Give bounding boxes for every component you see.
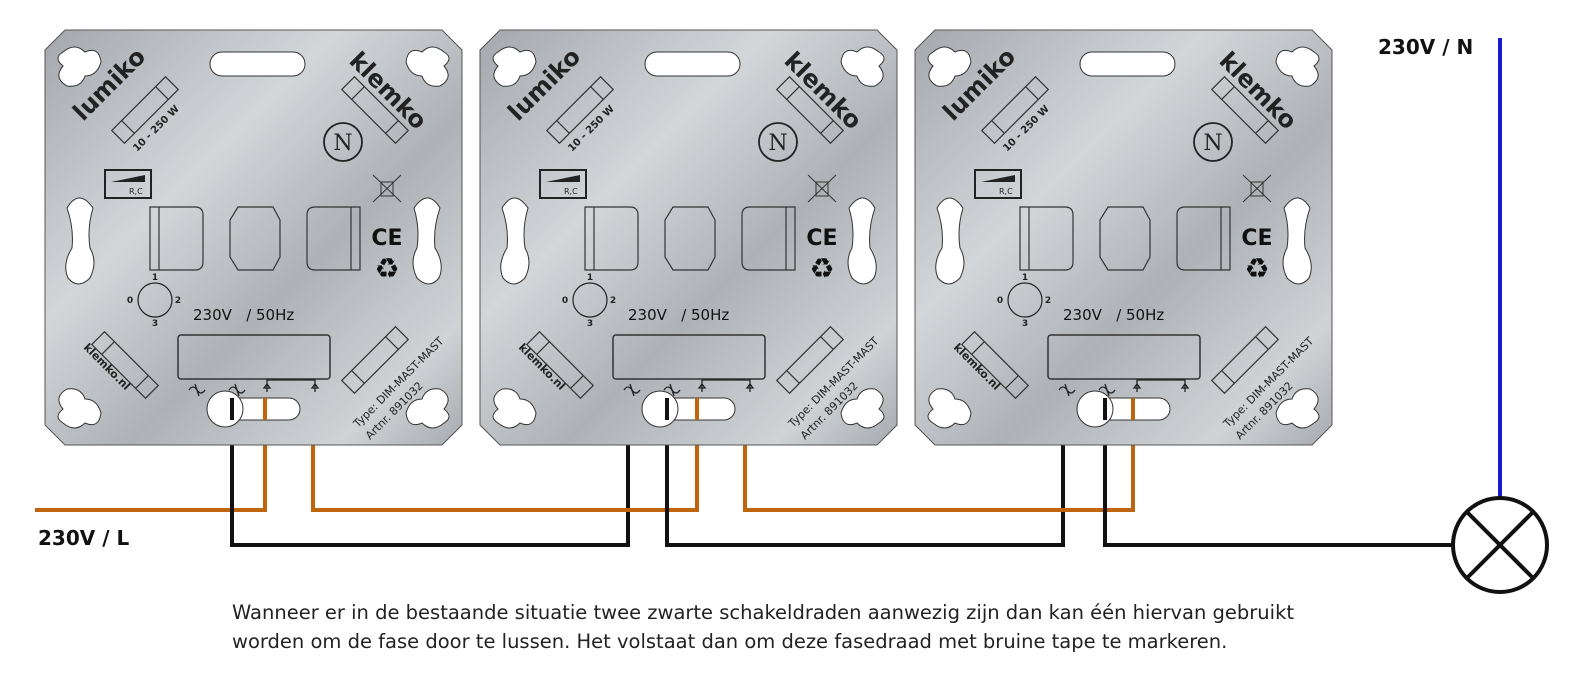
recycle-icon: ♻: [1244, 252, 1269, 285]
weee-icon: [372, 174, 402, 203]
mounting-holes: [492, 46, 885, 429]
svg-text:1: 1: [587, 273, 593, 283]
neutral-symbol-icon: N: [758, 122, 798, 162]
phase-loop-wire-1: [311, 405, 699, 512]
svg-text:1: 1: [152, 273, 158, 283]
svg-text:N: N: [333, 131, 352, 156]
caption-line-2: worden om de fase door te lussen. Het vo…: [232, 630, 1228, 653]
switch-wire-1: [230, 405, 630, 547]
caption: Wanneer er in de bestaande situatie twee…: [232, 598, 1294, 656]
svg-text:0: 0: [997, 296, 1003, 306]
wires: [35, 38, 1502, 547]
svg-text:2: 2: [175, 296, 181, 306]
knob-cutouts: [584, 206, 796, 271]
svg-text:0: 0: [562, 296, 568, 306]
fuse-strips: [90, 75, 410, 400]
dial: 1 0 2 3: [562, 273, 616, 329]
weee-icon: [807, 174, 837, 203]
ce-mark: CE: [1241, 226, 1272, 251]
recycle-icon: ♻: [809, 252, 834, 285]
knob-cutouts: [149, 206, 361, 271]
knob-cutouts: [1019, 206, 1231, 271]
dimmer-module: lumiko 10 - 250 W klemko N R,C CE ♻ 1 0 …: [479, 29, 898, 446]
voltage-rating: 230V / 50Hz: [628, 306, 729, 324]
svg-text:0: 0: [127, 296, 133, 306]
dial: 1 0 2 3: [997, 273, 1051, 329]
mounting-holes: [927, 46, 1320, 429]
label-window: [612, 334, 766, 380]
voltage-rating: 230V / 50Hz: [1063, 306, 1164, 324]
mounting-plate: [914, 29, 1333, 446]
terminal-symbols: [188, 379, 320, 397]
svg-text:3: 3: [587, 319, 593, 329]
neutral-symbol-icon: N: [323, 122, 363, 162]
label-window: [177, 334, 331, 380]
svg-text:3: 3: [1022, 319, 1028, 329]
svg-text:N: N: [768, 131, 787, 156]
lamp: [1451, 496, 1549, 594]
label-window: [1047, 334, 1201, 380]
svg-text:R,C: R,C: [564, 187, 578, 196]
svg-text:R,C: R,C: [129, 187, 143, 196]
mounting-plate: [479, 29, 898, 446]
weee-icon: [1242, 174, 1272, 203]
terminal-symbols: [623, 379, 755, 397]
svg-text:1: 1: [1022, 273, 1028, 283]
ce-mark: CE: [806, 226, 837, 251]
load-type-icon: R,C: [539, 169, 587, 199]
neutral-symbol-icon: N: [1193, 122, 1233, 162]
dimmer-module: lumiko 10 - 250 W klemko N R,C CE ♻ 1 0 …: [44, 29, 463, 446]
svg-text:3: 3: [152, 319, 158, 329]
phase-loop-wire-2: [743, 405, 1135, 512]
voltage-rating: 230V / 50Hz: [193, 306, 294, 324]
mounting-holes: [57, 46, 450, 429]
ce-mark: CE: [371, 226, 402, 251]
load-type-icon: R,C: [104, 169, 152, 199]
dial: 1 0 2 3: [127, 273, 181, 329]
svg-text:2: 2: [1045, 296, 1051, 306]
svg-text:2: 2: [610, 296, 616, 306]
load-type-icon: R,C: [974, 169, 1022, 199]
fuse-strips: [960, 75, 1280, 400]
lamp-wire: [1103, 405, 1453, 547]
caption-line-1: Wanneer er in de bestaande situatie twee…: [232, 601, 1295, 624]
fuse-strips: [525, 75, 845, 400]
neutral-label: 230V / N: [1378, 35, 1473, 59]
live-label: 230V / L: [38, 526, 129, 550]
dimmer-module: lumiko 10 - 250 W klemko N R,C CE ♻ 1 0 …: [914, 29, 1333, 446]
terminal-wire-ends: [230, 398, 1135, 420]
svg-text:R,C: R,C: [999, 187, 1013, 196]
switch-wire-2: [665, 405, 1065, 547]
mounting-plate: [44, 29, 463, 446]
svg-text:N: N: [1203, 131, 1222, 156]
terminal-symbols: [1058, 379, 1190, 397]
recycle-icon: ♻: [374, 252, 399, 285]
